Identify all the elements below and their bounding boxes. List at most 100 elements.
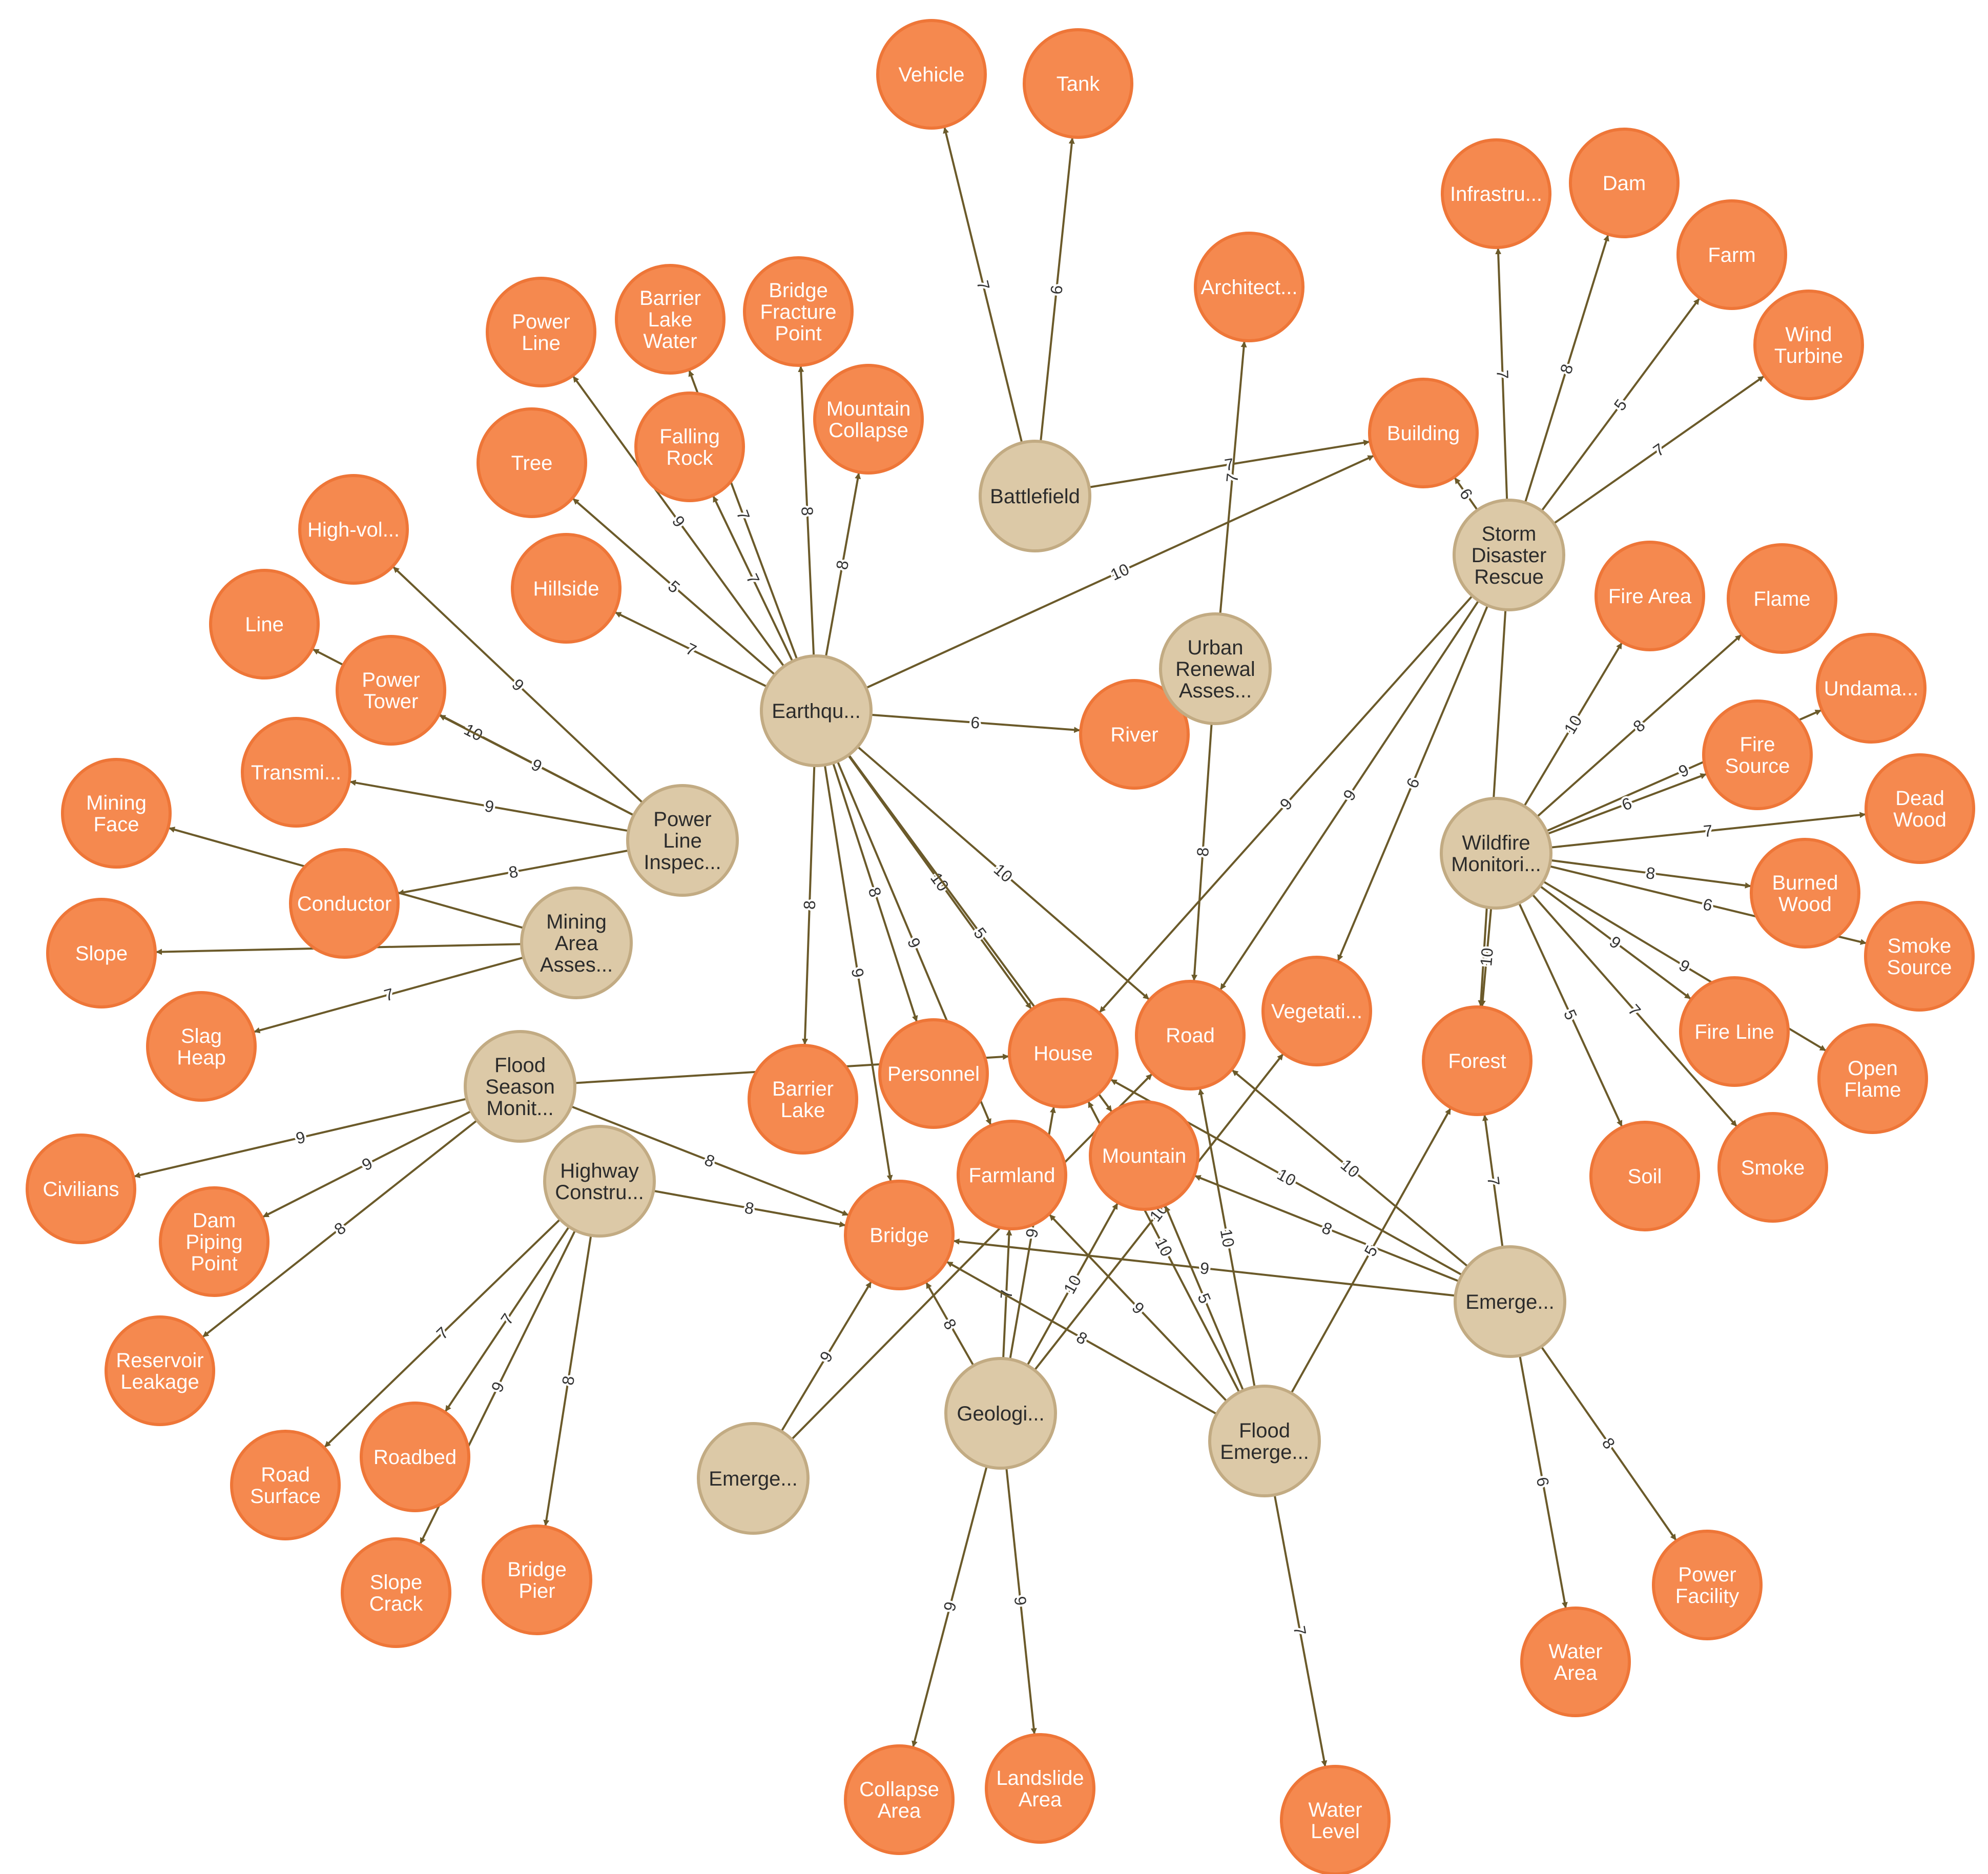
entity-node-soil[interactable]: Soil [1589,1121,1700,1231]
node-circle [1569,128,1680,238]
entity-node-personnel[interactable]: Personnel [878,1018,989,1129]
entity-node-conductor[interactable]: Conductor [289,848,400,959]
edge-emerge_l-bridge: 9 [780,1281,872,1432]
entity-node-civilians[interactable]: Civilians [26,1134,136,1244]
entity-node-roadbed[interactable]: Roadbed [360,1402,470,1512]
edge-weight-label: 7 [382,984,396,1004]
node-circle [957,1120,1067,1230]
entity-node-fireline[interactable]: Fire Line [1679,976,1790,1087]
entity-node-transmi[interactable]: Transmi... [241,717,351,828]
entity-node-river[interactable]: River [1079,679,1190,790]
scenario-node-geologic[interactable]: Geologi... [944,1357,1057,1470]
edge-earthquake-barrierlake: 8 [798,765,821,1045]
scenario-node-battlefield[interactable]: Battlefield [979,440,1091,552]
entity-node-firearea[interactable]: Fire Area [1594,541,1705,651]
scenario-node-emerge_r[interactable]: Emerge... [1454,1245,1566,1358]
edge-weight-label: 9 [940,1600,960,1613]
entity-node-mountain[interactable]: Mountain [1089,1100,1199,1211]
entity-node-house[interactable]: House [1008,998,1119,1108]
entity-node-tank[interactable]: Tank [1023,28,1133,139]
edge-weight-label: 6 [1047,284,1066,295]
node-label: Undama... [1824,677,1919,700]
edge-storm-dam: 8 [1524,235,1609,503]
entity-node-vegetation[interactable]: Vegetati... [1261,956,1372,1066]
edge-weight-label: 9 [294,1127,307,1147]
entity-node-flame[interactable]: Flame [1727,543,1837,654]
entity-node-dam[interactable]: Dam [1569,128,1680,238]
entity-node-line[interactable]: Line [209,569,320,679]
edge-line [444,1226,570,1412]
entity-node-smoke[interactable]: Smoke [1717,1112,1828,1223]
node-circle [159,1186,270,1297]
edge-line [847,754,1032,1010]
entity-node-highvol[interactable]: High-vol... [298,474,409,585]
edge-line [1524,235,1609,503]
entity-node-infra[interactable]: Infrastru... [1441,138,1551,249]
node-circle [520,887,633,999]
scenario-node-earthquake[interactable]: Earthqu... [760,654,873,767]
entity-node-road[interactable]: Road [1135,980,1246,1090]
entity-node-building[interactable]: Building [1368,378,1479,488]
edge-line [1005,1468,1037,1735]
entity-node-tree[interactable]: Tree [477,407,587,518]
entity-node-farmland[interactable]: Farmland [957,1120,1067,1230]
edge-floodemerg-forest: 5 [1290,1108,1452,1394]
edge-line [653,1189,846,1228]
edge-earthquake-fallingrock: 7 [712,496,794,662]
scenario-node-emerge_l[interactable]: Emerge... [697,1422,810,1535]
entity-node-vehicle[interactable]: Vehicle [876,19,987,130]
edge-line [1518,902,1623,1127]
edge-line [1040,137,1075,442]
edge-weight-label: 9 [528,755,545,775]
node-circle [626,784,739,897]
edge-weight-label: 6 [1701,895,1714,915]
edge-weight-label: 6 [1533,1476,1553,1488]
entity-node-architect[interactable]: Architect... [1194,232,1304,342]
node-circle [1753,290,1864,400]
entity-node-forest[interactable]: Forest [1422,1005,1533,1116]
entity-node-undama[interactable]: Undama... [1816,633,1927,744]
entity-node-bridge[interactable]: Bridge [844,1180,955,1290]
entity-node-hillside[interactable]: Hillside [511,533,622,644]
entity-node-farm[interactable]: Farm [1676,199,1787,310]
entity-node-slope[interactable]: Slope [46,898,157,1008]
